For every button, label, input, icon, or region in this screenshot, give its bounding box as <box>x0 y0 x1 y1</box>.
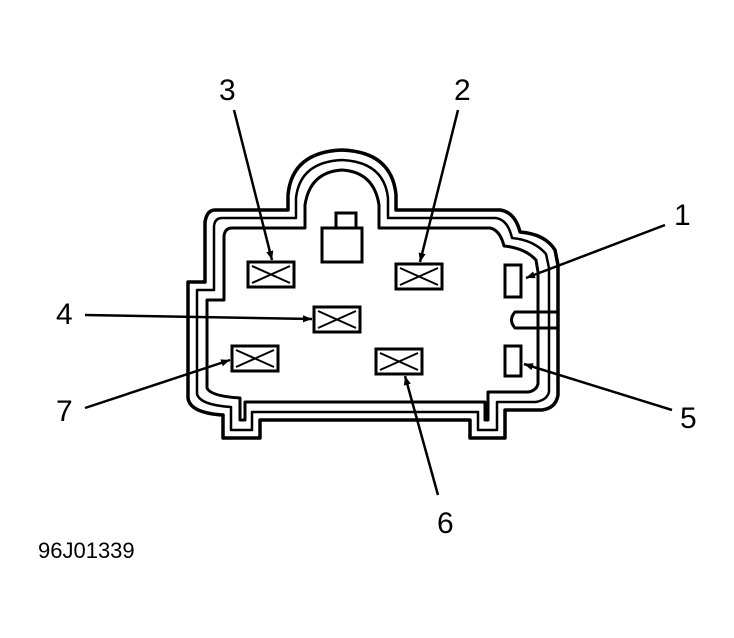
terminal-6-cavity <box>374 347 424 376</box>
leader-arrow-7 <box>84 358 231 410</box>
terminal-label-6: 6 <box>437 507 454 540</box>
terminal-4-cavity <box>312 305 362 334</box>
terminal-label-5: 5 <box>680 402 697 435</box>
leader-arrow-3 <box>232 109 274 261</box>
leader-arrow-4 <box>84 313 313 323</box>
terminal-label-7: 7 <box>56 395 73 428</box>
terminal-5-cavity <box>503 344 523 378</box>
leader-arrow-6 <box>403 375 440 496</box>
terminal-2-cavity <box>394 262 444 291</box>
terminal-label-1: 1 <box>674 199 691 232</box>
terminal-1-cavity <box>503 263 523 299</box>
connector-housing <box>186 148 560 440</box>
terminal-7-cavity <box>230 344 280 373</box>
leader-arrow-5 <box>523 362 673 412</box>
terminal-label-2: 2 <box>454 74 471 107</box>
terminal-label-3: 3 <box>219 74 236 107</box>
leader-arrow-1 <box>525 223 666 280</box>
terminal-label-4: 4 <box>56 298 73 331</box>
terminal-3-cavity <box>246 260 296 289</box>
leader-arrow-2 <box>418 109 460 263</box>
figure-code: 96J01339 <box>38 538 135 563</box>
